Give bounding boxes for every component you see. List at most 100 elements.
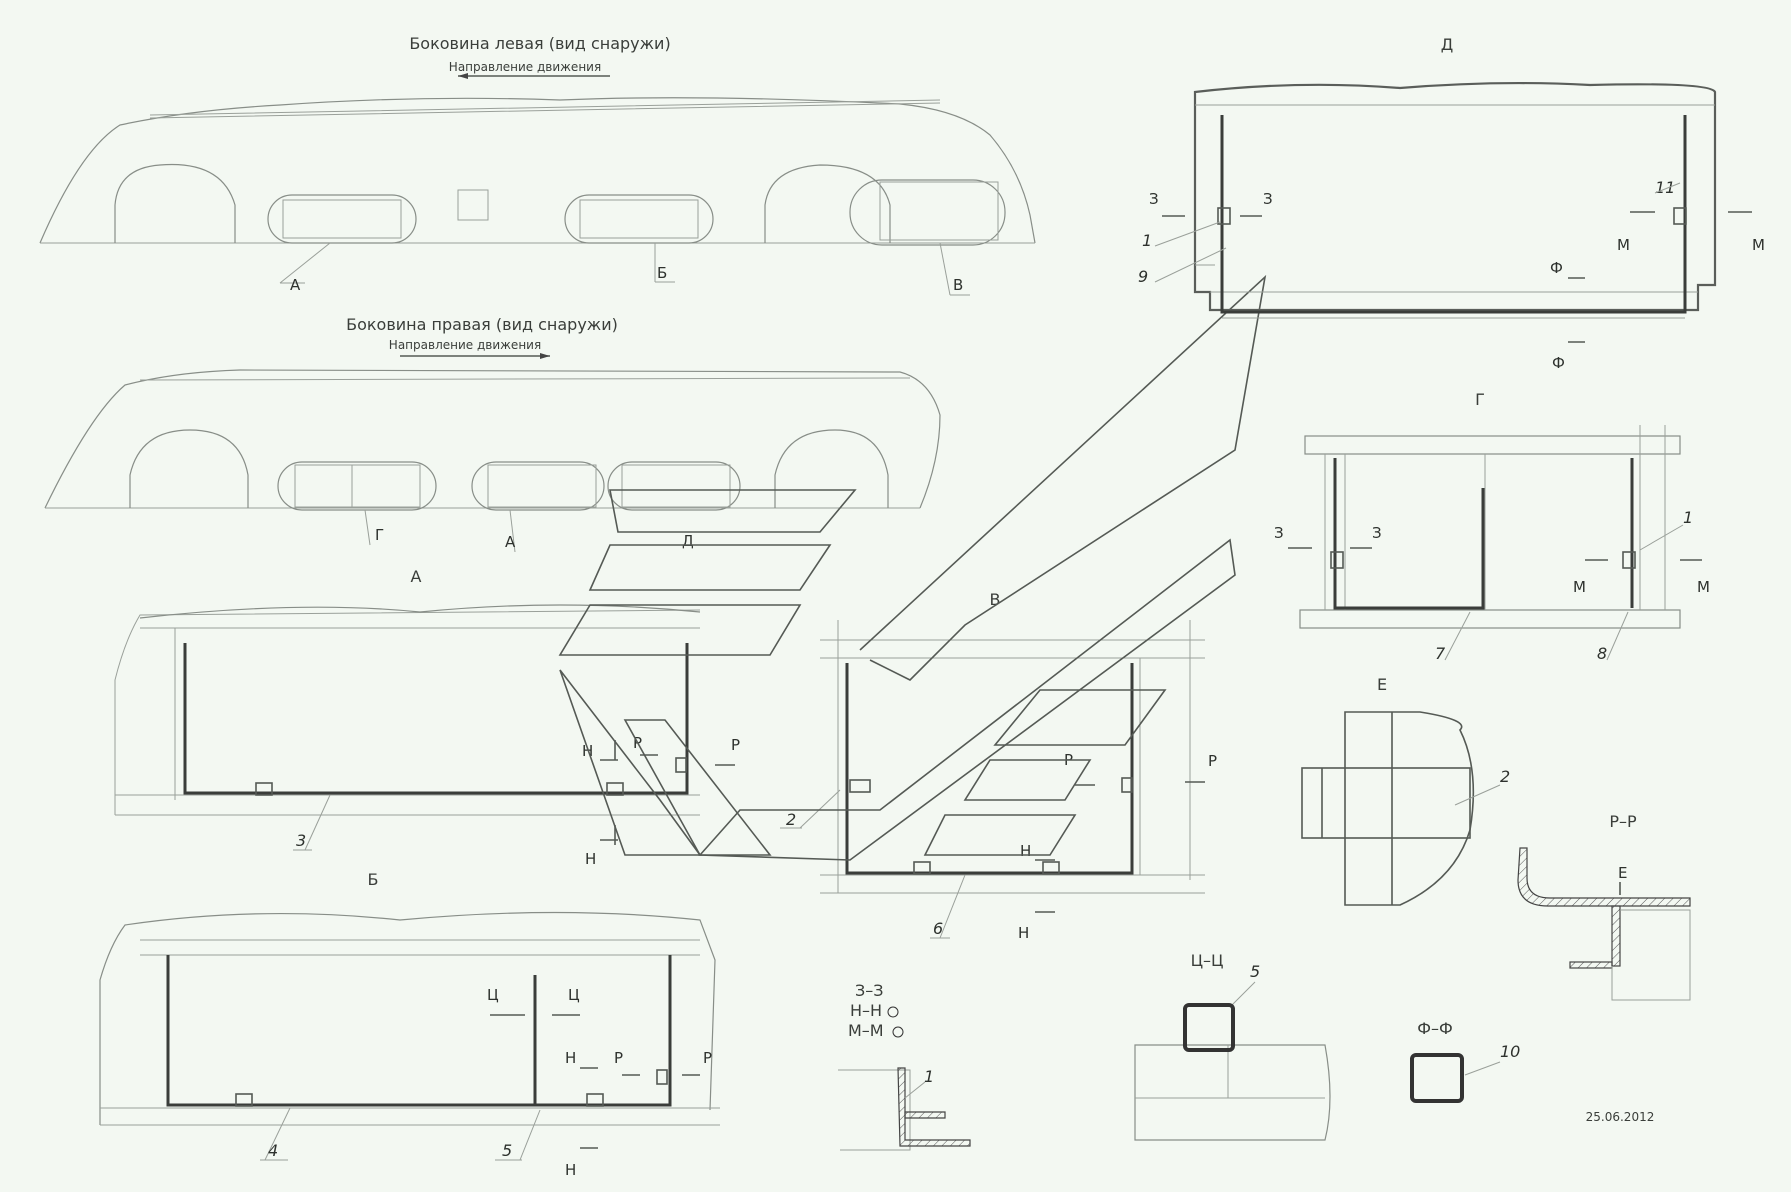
detail-E: Е 2 (1301, 675, 1510, 906)
part-5-label-CC: 5 (1250, 962, 1260, 981)
mark-Z-2: З (1263, 190, 1273, 208)
detail-D-title: Д (1441, 35, 1454, 54)
detail-B: Б 4 5 Ц Ц Н Н Р Р (99, 870, 720, 1179)
detail-E-title: Е (1377, 675, 1387, 694)
part-5-label: 5 (502, 1141, 512, 1160)
section-MM-title: М–М (848, 1021, 884, 1040)
right-opening-G (277, 461, 437, 511)
hatch-frame-4 (166, 955, 672, 1107)
mark-M-3: М (1573, 578, 1586, 596)
right-hatch-A (487, 464, 597, 508)
right-opening-D (607, 461, 741, 511)
tube-profile-10 (1410, 1053, 1464, 1103)
detail-D: Д З З 1 9 11 М М Ф Ф (1138, 35, 1765, 372)
mark-R-4: Р (703, 1049, 712, 1067)
left-side-direction-label: Направление движения (449, 60, 601, 74)
right-wheel-arch-front (129, 429, 249, 508)
left-body-outline (39, 97, 1036, 244)
left-opening-V (849, 179, 1006, 246)
right-hatch-D (621, 464, 731, 508)
direction-arrow-left-icon (458, 73, 468, 79)
right-side-view: Боковина правая (вид снаружи) Направлени… (44, 315, 941, 553)
right-side-title: Боковина правая (вид снаружи) (346, 315, 618, 334)
tube-profile-5 (1183, 1003, 1235, 1052)
mark-Z-1: З (1149, 190, 1159, 208)
left-wheel-arch-front (114, 163, 236, 243)
hatch-plate-2 (1301, 767, 1471, 839)
mark-M-4: М (1697, 578, 1710, 596)
leader-A (279, 242, 331, 284)
part-3-label: 3 (296, 831, 306, 850)
callout-A-right: А (505, 533, 516, 551)
detail-G: Г З З М М 1 7 8 (1274, 390, 1710, 663)
part-9-label: 9 (1138, 267, 1148, 286)
date-stamp: 25.06.2012 (1586, 1110, 1655, 1124)
mark-R-2: Р (731, 736, 740, 754)
part-7-label: 7 (1435, 644, 1446, 663)
part-11-label: 11 (1655, 178, 1675, 197)
right-hatch-G (294, 464, 421, 508)
detail-A-break-line (139, 604, 701, 619)
right-roof-line (139, 377, 911, 381)
detail-A-outline (114, 609, 701, 815)
left-hatch-A (282, 199, 402, 239)
detail-A: А 3 Н Н Р Р (114, 567, 740, 868)
hatch-frame-7 (1333, 458, 1485, 610)
mark-N-3: Н (565, 1049, 576, 1067)
section-FF: Ф–Ф 10 (1410, 1019, 1520, 1103)
left-wheel-arch-rear (764, 164, 891, 243)
circle-marker-icon (887, 1006, 899, 1018)
detail-G-title: Г (1475, 390, 1485, 409)
part-6-label: 6 (933, 919, 943, 938)
left-side-title: Боковина левая (вид снаружи) (409, 34, 670, 53)
section-NN-title: Н–Н (850, 1001, 882, 1020)
section-ZZ-title: З–З (855, 981, 884, 1000)
mark-M-1: М (1617, 236, 1630, 254)
section-RR-title: Р–Р (1609, 812, 1637, 831)
right-wheel-arch-rear (774, 429, 889, 508)
hatch-frame-3 (183, 643, 689, 795)
leader-parallelograms (558, 274, 1267, 861)
part-4-label: 4 (268, 1141, 278, 1160)
mark-N-4: Н (565, 1161, 576, 1179)
detail-B-title: Б (368, 870, 379, 889)
mark-N-6: Н (1018, 924, 1029, 942)
part-1-label-ZZ: 1 (924, 1067, 934, 1086)
direction-arrow-right-icon (540, 353, 550, 359)
mark-E: Е (1618, 864, 1627, 882)
detail-V-title: В (990, 590, 1001, 609)
part-8-label: 8 (1597, 644, 1607, 663)
mark-R-6: Р (1208, 752, 1217, 770)
mark-Z-3: З (1274, 524, 1284, 542)
left-opening-B (564, 194, 714, 244)
part-1-label-G: 1 (1683, 508, 1693, 527)
leader-V (939, 242, 951, 296)
mark-R-3: Р (614, 1049, 623, 1067)
callout-A-left: А (290, 276, 301, 294)
mark-C-1: Ц (487, 986, 499, 1004)
mark-N-5: Н (1020, 842, 1031, 860)
section-ZZ-NN-MM: З–З Н–Н М–М 1 (838, 981, 971, 1151)
part-2-label: 2 (786, 810, 796, 829)
section-RR: Р–Р Е (1517, 812, 1691, 1001)
mark-N-2: Н (585, 850, 596, 868)
right-opening-A (471, 461, 605, 511)
mark-M-2: М (1752, 236, 1765, 254)
callout-G: Г (375, 526, 384, 544)
section-FF-title: Ф–Ф (1417, 1019, 1453, 1038)
left-side-view: Боковина левая (вид снаружи) Направление… (39, 34, 1036, 296)
mark-C-2: Ц (568, 986, 580, 1004)
mark-Z-4: З (1372, 524, 1382, 542)
part-10-label: 10 (1500, 1042, 1520, 1061)
mark-F-1: Ф (1550, 259, 1563, 277)
detail-D-frame (1193, 81, 1717, 312)
left-hatch-B (579, 199, 699, 239)
callout-V: В (953, 276, 963, 294)
left-hatch-V (879, 181, 999, 241)
section-CC: Ц–Ц 5 (1134, 951, 1331, 1141)
detail-A-title: А (411, 567, 422, 586)
section-CC-title: Ц–Ц (1191, 951, 1224, 970)
right-side-direction-label: Направление движения (389, 338, 541, 352)
detail-B-outline (99, 911, 716, 1125)
